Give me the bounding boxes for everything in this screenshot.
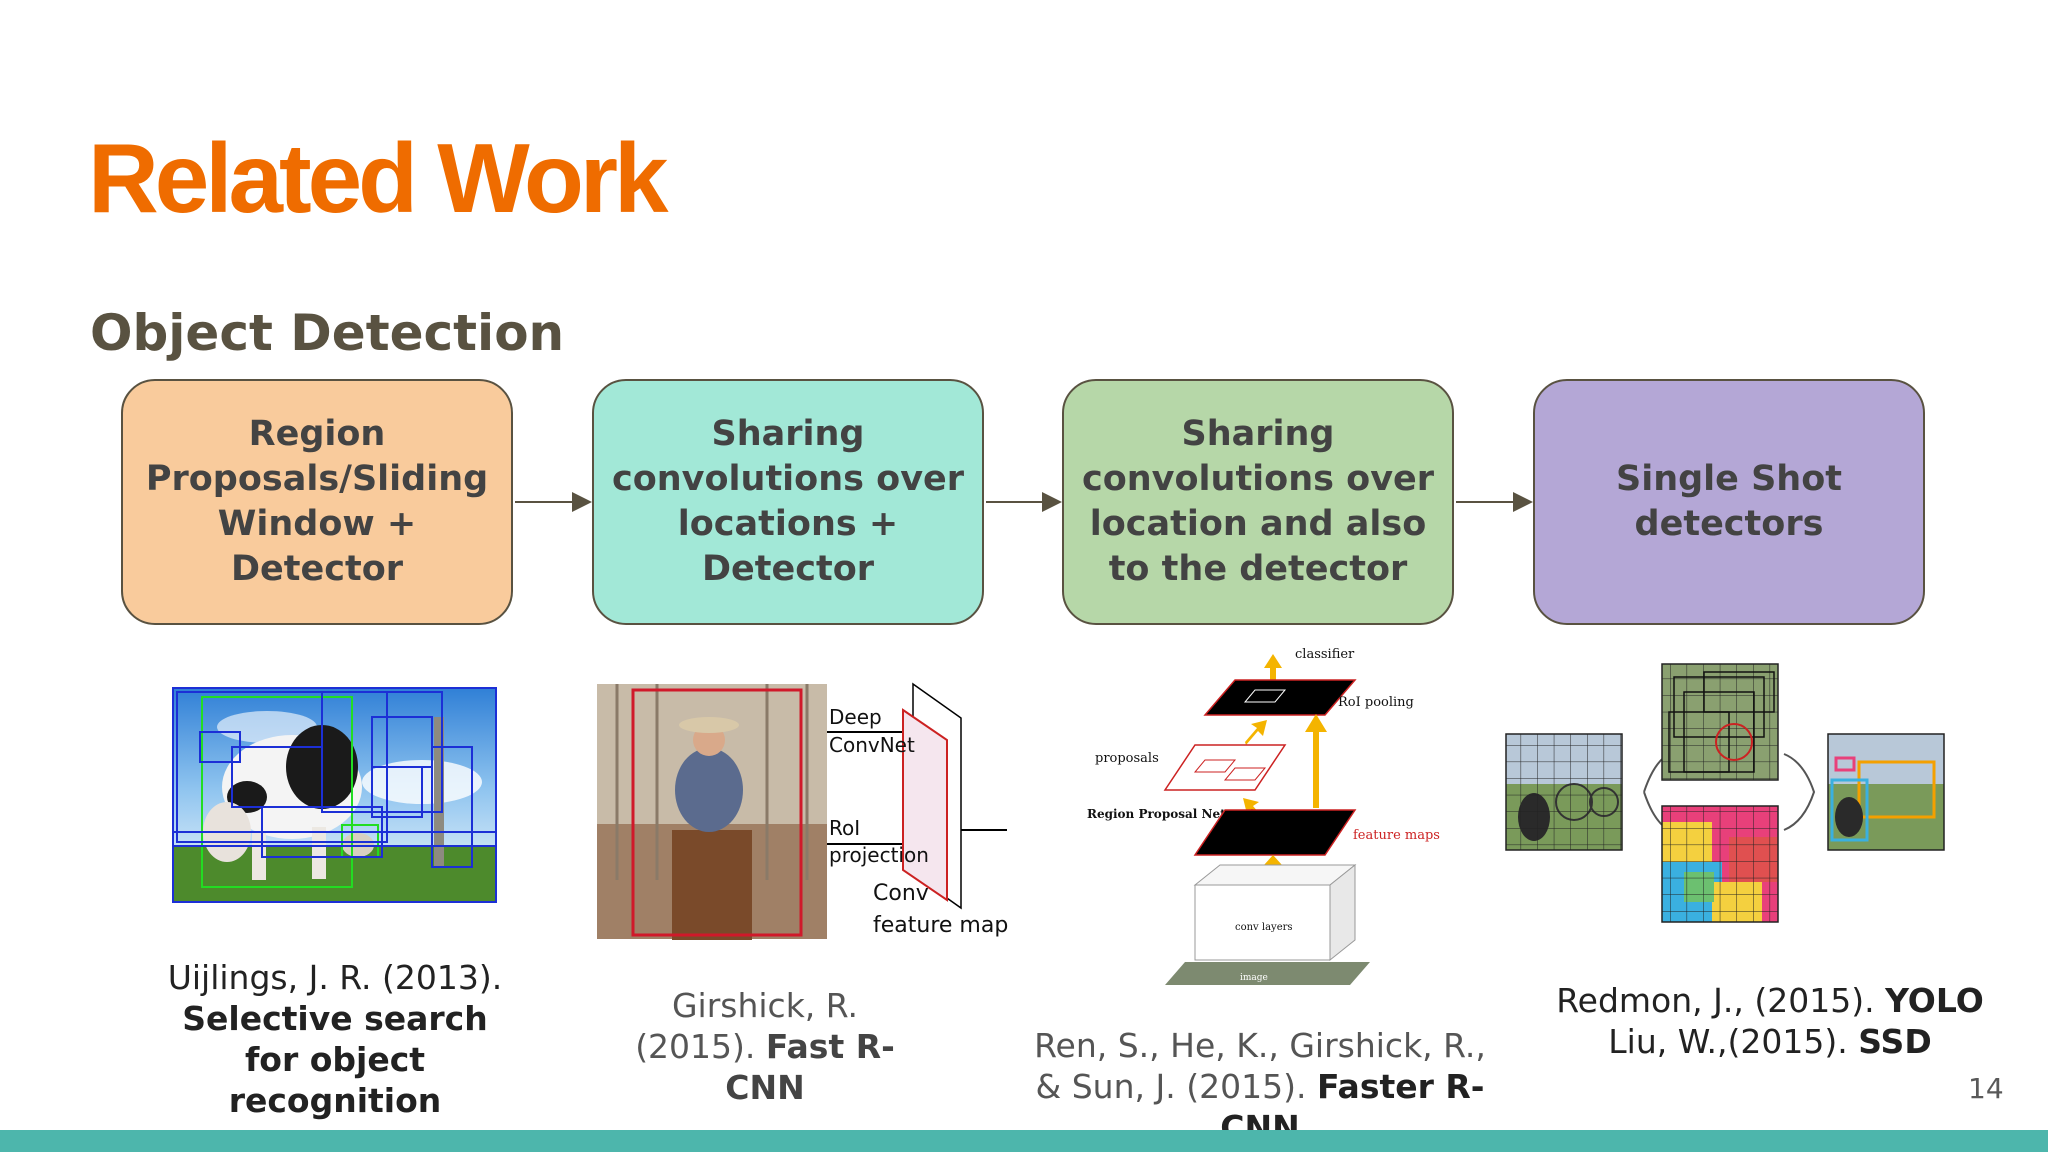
conv-label: Conv <box>873 881 929 906</box>
detection-box <box>1830 778 1869 842</box>
roi-box <box>631 688 803 937</box>
conv-box-front <box>1194 884 1331 961</box>
citation-title: SSD <box>1858 1022 1932 1061</box>
citation-ssd: Liu, W.,(2015). SSD <box>1520 1021 2020 1062</box>
rpn-label: Region Proposal Network <box>1087 807 1259 821</box>
cowboy-hat <box>679 717 739 733</box>
deep-label: Deep <box>829 705 882 729</box>
citation-faster-rcnn: Ren, S., He, K., Girshick, R., & Sun, J.… <box>1020 1025 1500 1148</box>
cow-leg <box>312 827 326 879</box>
stage-label: Single Shot detectors <box>1616 459 1842 544</box>
conv-layers-label: conv layers <box>1235 922 1293 933</box>
fast-rcnn-figure: Deep ConvNet RoI projection Conv feature… <box>597 682 1008 940</box>
citation-author: Girshick, R. (2015). <box>635 986 859 1066</box>
roi-pooling-label: RoI pooling <box>1338 695 1414 710</box>
proposals-label: proposals <box>1095 751 1159 766</box>
citation-selective-search: Uijlings, J. R. (2013). Selective search… <box>150 957 520 1121</box>
selective-search-figure <box>172 687 497 903</box>
fence-post <box>434 717 444 867</box>
conv-box-top <box>1193 864 1357 886</box>
stage-single-shot: Single Shot detectors <box>1533 379 1925 625</box>
proposal-box <box>431 746 473 868</box>
stage-label: Sharing convolutions over location and a… <box>1081 414 1435 589</box>
detection-box <box>1834 756 1856 772</box>
feature-map-front <box>902 708 948 902</box>
citation-fast-rcnn: Girshick, R. (2015). Fast R-CNN <box>620 985 910 1108</box>
feature-map-arrow <box>1305 714 1327 808</box>
proposals-plane <box>1163 744 1287 791</box>
detection-box <box>1857 760 1936 819</box>
citation-title: Fast R-CNN <box>725 1027 895 1107</box>
citation-author: Redmon, J., (2015). <box>1556 981 1875 1020</box>
citation-author: Liu, W.,(2015). <box>1608 1022 1848 1061</box>
slide-title: Related Work <box>88 123 668 233</box>
stage-sharing-detector: Sharing convolutions over location and a… <box>1062 379 1454 625</box>
input-image-plane <box>1165 962 1370 985</box>
footer-bar <box>0 1130 2048 1152</box>
feature-maps-label: feature maps <box>1353 828 1440 843</box>
citation-yolo: Redmon, J., (2015). YOLO <box>1520 980 2020 1021</box>
class-probability-map <box>1661 805 1779 923</box>
stage-sharing-locations: Sharing convolutions over locations + De… <box>592 379 984 625</box>
proposal-box <box>371 766 423 818</box>
roi-pooling-map <box>1203 679 1357 716</box>
yolo-figure <box>1505 663 1945 923</box>
section-subtitle: Object Detection <box>90 304 565 362</box>
page-number: 14 <box>1968 1072 2004 1105</box>
rider-body <box>675 748 743 832</box>
merge-arrow-icon <box>1783 753 1816 831</box>
classifier-arrow <box>1264 654 1282 685</box>
stage-label: Sharing convolutions over locations + De… <box>611 414 965 589</box>
image-label: image <box>1240 973 1268 983</box>
feature-map-label: feature map <box>873 913 1008 938</box>
citation-title: Selective search for object recognition <box>182 999 488 1120</box>
proposal-box <box>201 696 353 888</box>
conv-box-side <box>1329 863 1356 962</box>
proposal-box <box>261 806 383 858</box>
citation-author: Uijlings, J. R. (2013). <box>167 958 503 997</box>
roi-label: RoI <box>829 816 860 840</box>
citation-author: Ren, S., He, K., Girshick, R., & Sun, J.… <box>1034 1026 1486 1106</box>
citation-yolo-ssd: Redmon, J., (2015). YOLO Liu, W.,(2015).… <box>1520 980 2020 1062</box>
classifier-label: classifier <box>1295 647 1355 662</box>
projection-label: projection <box>829 843 929 867</box>
citation-title: YOLO <box>1885 981 1984 1020</box>
stage-region-proposals: Region Proposals/Sliding Window + Detect… <box>121 379 513 625</box>
faster-rcnn-figure: classifier RoI pooling proposals Region … <box>1087 647 1440 985</box>
proposals-arrow <box>1245 720 1267 745</box>
proposal-box <box>172 831 497 847</box>
convnet-label: ConvNet <box>829 733 915 757</box>
stage-label: Region Proposals/Sliding Window + Detect… <box>145 414 489 589</box>
feature-maps-plane <box>1193 809 1357 856</box>
horse <box>672 830 752 940</box>
